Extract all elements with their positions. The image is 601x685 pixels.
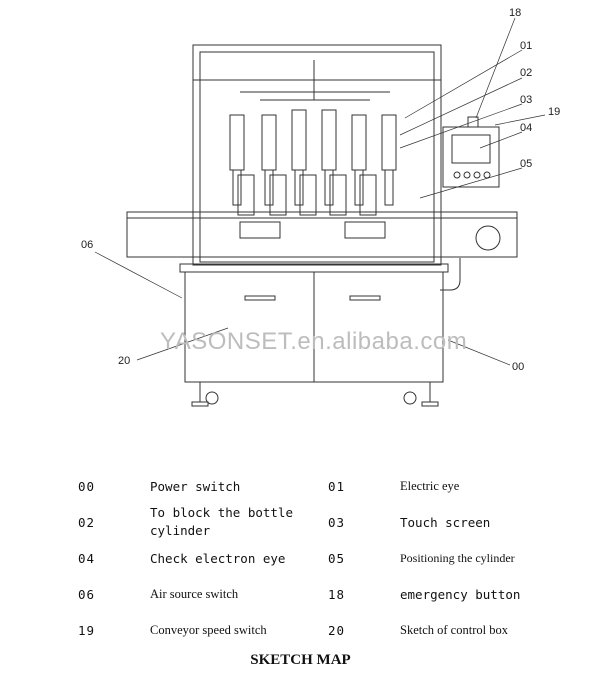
legend-description: Positioning the cylinder [400, 550, 515, 565]
callout-03: 03 [520, 94, 533, 106]
touch-screen-panel [442, 126, 500, 188]
legend-code: 05 [328, 550, 346, 566]
watermark: YASONSET.en.alibaba.com [160, 328, 468, 355]
callout-05: 05 [520, 158, 533, 170]
legend-description: Check electron eye [150, 550, 286, 566]
legend-code: 02 [78, 514, 96, 530]
legend-description: Air source switch [150, 586, 239, 601]
legend-code: 19 [78, 622, 96, 638]
conveyor [126, 211, 518, 258]
callout-02: 02 [520, 67, 533, 79]
legend-code: 18 [328, 586, 346, 602]
legend-description: Power switch [150, 478, 241, 494]
filling-cylinders [229, 60, 397, 206]
legend-code: 03 [328, 514, 346, 530]
machine-frame [192, 44, 442, 266]
callout-20: 20 [118, 355, 131, 367]
machine-sketch [94, 17, 546, 407]
legend-row: 04 Check electron eye 05 Positioning the… [78, 540, 550, 576]
bottles [237, 174, 377, 216]
legend-row: 06 Air source switch 18 emergency button [78, 576, 550, 612]
callout-01: 01 [520, 40, 533, 52]
callout-00: 00 [512, 361, 525, 373]
legend-description: Electric eye [400, 478, 460, 493]
callout-19: 19 [548, 106, 561, 118]
legend-code: 04 [78, 550, 96, 566]
legend-code: 20 [328, 622, 346, 638]
legend-description: Conveyor speed switch [150, 622, 267, 637]
figure-title: SKETCH MAP [250, 652, 351, 668]
legend-code: 00 [78, 478, 96, 494]
callout-04: 04 [520, 122, 533, 134]
legend-table: 00 Power switch 01 Electric eye 02 To bl… [78, 468, 550, 648]
legend-description: Touch screen [400, 514, 491, 530]
legend-code: 06 [78, 586, 96, 602]
callout-06: 06 [81, 239, 94, 251]
legend-description: emergency button [400, 586, 521, 602]
callout-18: 18 [509, 7, 522, 19]
legend-description: To block the bottle cylinder [150, 505, 293, 538]
legend-code: 01 [328, 478, 346, 494]
legend-row: 02 To block the bottle cylinder 03 Touch… [78, 504, 550, 540]
legend-description: Sketch of control box [400, 622, 508, 637]
legend-row: 19 Conveyor speed switch 20 Sketch of co… [78, 612, 550, 648]
legend-row: 00 Power switch 01 Electric eye [78, 468, 550, 504]
